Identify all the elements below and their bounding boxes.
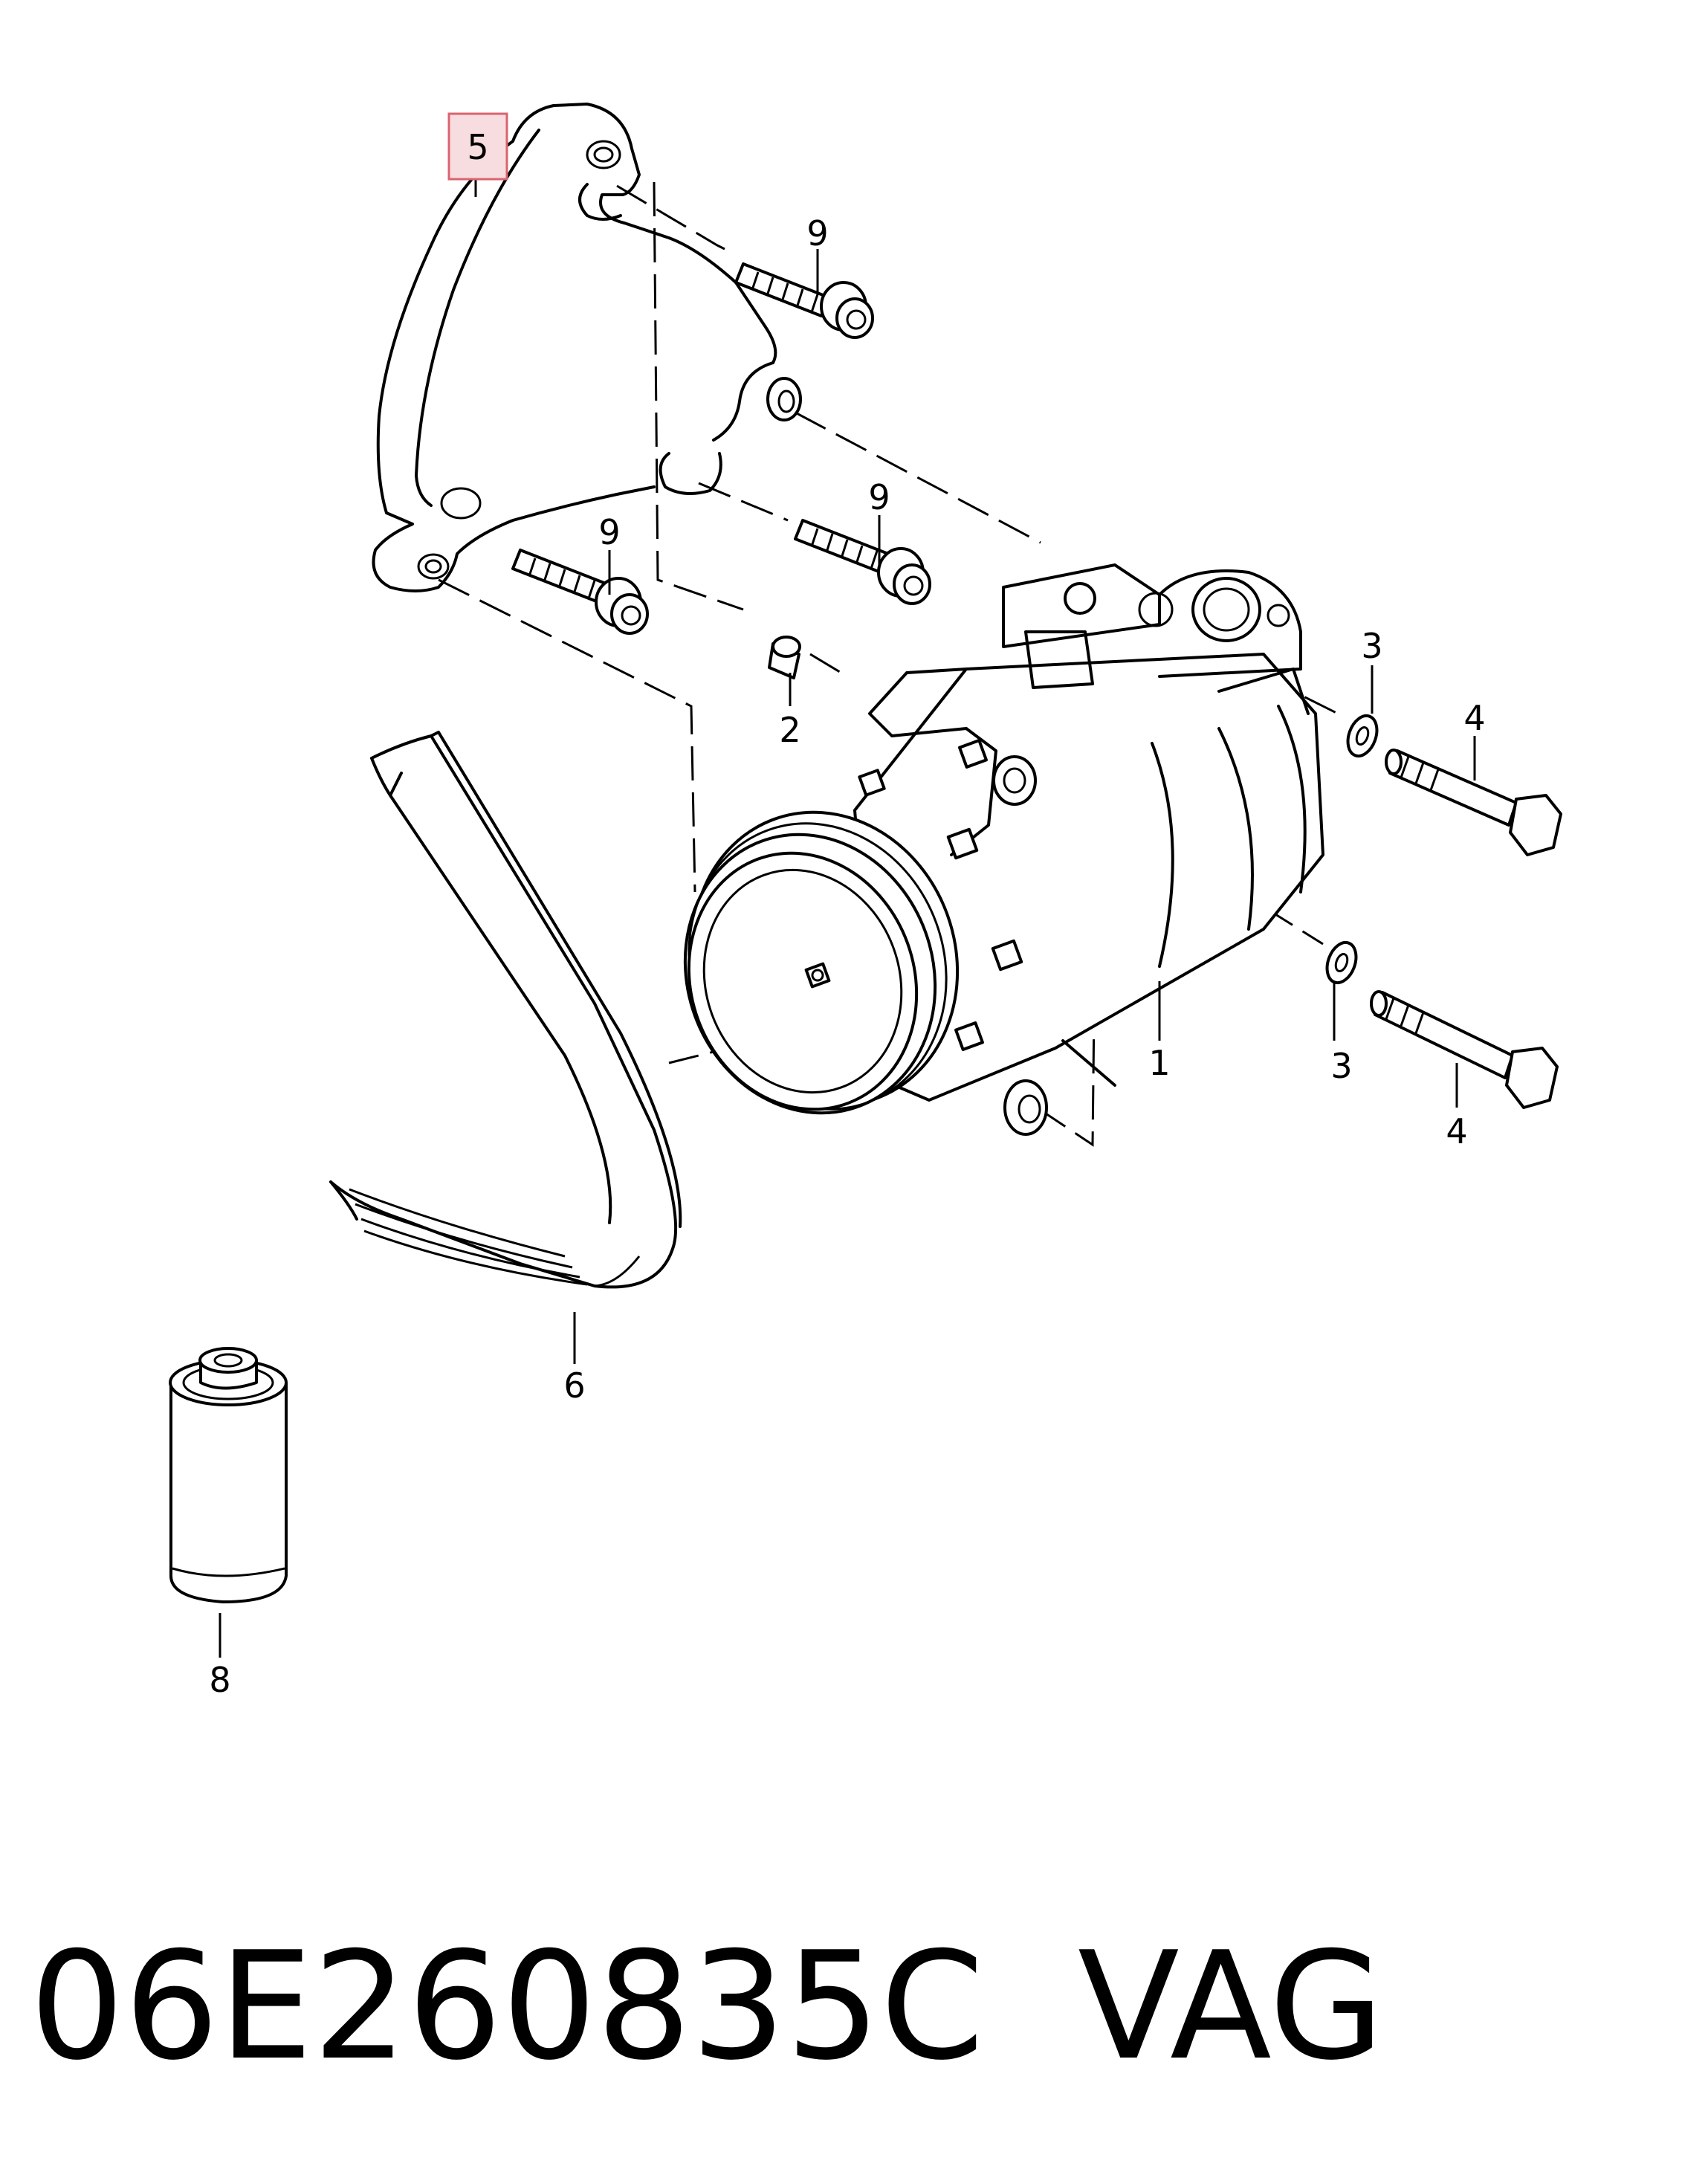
part-number-text: 06E260835C (30, 1920, 984, 2093)
callout-4-top: 4 (1463, 698, 1485, 738)
mounting-bracket (372, 103, 802, 592)
callout-1: 1 (1148, 1043, 1170, 1083)
callout-labels: 5 9 9 9 2 3 4 1 3 4 6 8 (209, 112, 1486, 1700)
washer-3-top (1346, 714, 1379, 758)
bolt-4-bottom (1370, 990, 1559, 1109)
callout-9-middle: 9 (868, 477, 890, 517)
callout-4-bottom: 4 (1446, 1111, 1467, 1151)
callout-9-top: 9 (806, 213, 828, 253)
bolt-9-middle (794, 519, 931, 605)
callout-9-left: 9 (598, 512, 620, 552)
callout-2: 2 (779, 710, 800, 750)
washer-3-bottom (1325, 940, 1358, 985)
sleeve-2 (768, 636, 801, 679)
bolt-4-top (1385, 749, 1562, 856)
leader-lines (219, 174, 1476, 1658)
compressor-pulley (683, 810, 960, 1115)
oil-bottle-8 (169, 1347, 288, 1603)
callout-5: 5 (467, 127, 488, 167)
ac-compressor (853, 563, 1324, 1136)
callout-3-bottom: 3 (1330, 1046, 1352, 1086)
callout-8: 8 (209, 1660, 230, 1700)
callout-3-top: 3 (1361, 626, 1382, 666)
callout-6: 6 (563, 1366, 585, 1406)
drive-belt-6 (329, 731, 682, 1289)
bolt-9-top (734, 262, 874, 339)
bolt-9-left (511, 549, 649, 635)
brand-text: VAG (1078, 1920, 1385, 2093)
highlight-box-5 (447, 112, 508, 181)
